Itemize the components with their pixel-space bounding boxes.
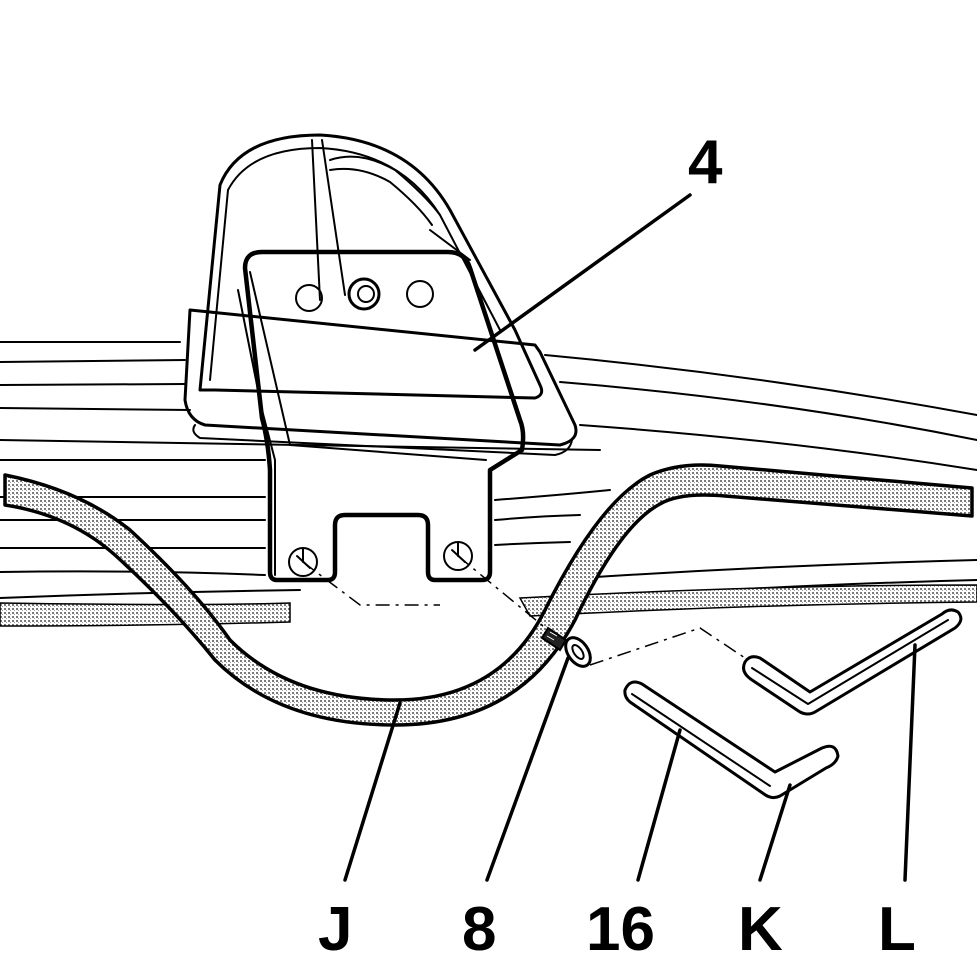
leader-K — [758, 783, 792, 882]
screw — [540, 626, 592, 668]
bent-rail — [3, 463, 974, 727]
callout-L: L — [878, 895, 916, 964]
plate-bolt — [347, 277, 381, 311]
callout-J: J — [318, 895, 352, 964]
roof-edge-band — [0, 584, 977, 627]
l-tool — [742, 608, 963, 716]
callout-4: 4 — [688, 128, 723, 197]
leader-4 — [473, 193, 692, 352]
plate-hole-right — [406, 280, 434, 308]
hex-key — [623, 680, 840, 800]
assembly-axes — [302, 555, 749, 666]
leader-8 — [485, 656, 570, 882]
callout-8: 8 — [462, 895, 496, 964]
carrier-foot-housing — [183, 133, 578, 456]
leader-16 — [636, 728, 682, 882]
callout-K: K — [738, 895, 783, 964]
clamp-plate — [237, 249, 526, 583]
leader-L — [903, 643, 917, 882]
plate-hole-left — [295, 284, 323, 312]
leader-J — [343, 701, 402, 882]
callout-16: 16 — [586, 895, 655, 964]
leader-lines — [343, 193, 917, 882]
callout-labels: 4 J 8 16 K L — [318, 128, 916, 964]
